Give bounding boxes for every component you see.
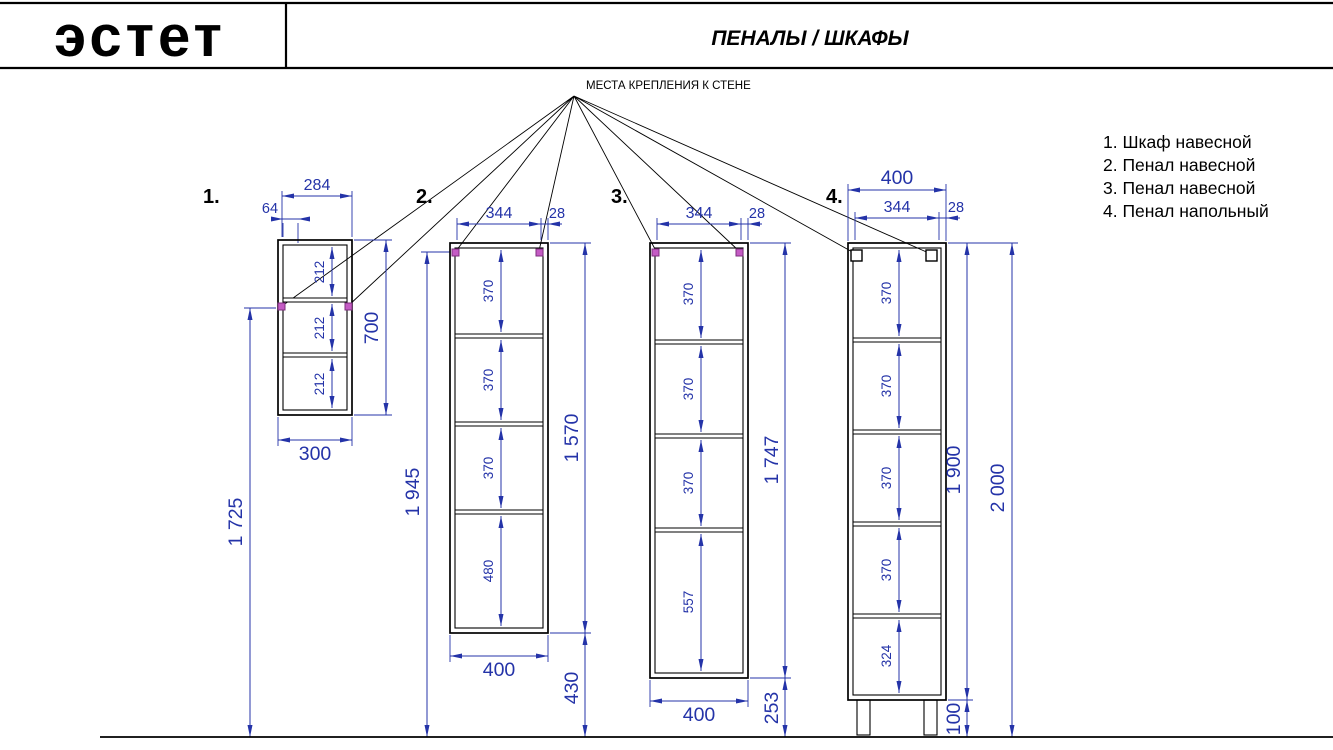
title-block: эстет ПЕНАЛЫ / ШКАФЫ xyxy=(0,1,1333,70)
c1-mount-left xyxy=(277,302,286,311)
c3-dim-floor-gap-label: 253 xyxy=(761,692,783,725)
legend: 1. Шкаф навесной 2. Пенал навесной 3. Пе… xyxy=(1103,132,1269,221)
c3-shelf-1 xyxy=(654,339,744,345)
c2-mount-left xyxy=(451,248,460,257)
c4-body-inner xyxy=(852,247,942,696)
c4-mount-right xyxy=(925,249,938,262)
c1-mount-right xyxy=(344,302,353,311)
mounting-note: МЕСТА КРЕПЛЕНИЯ К СТЕНЕ xyxy=(281,80,932,307)
c4-shelf-4 xyxy=(852,613,942,619)
c4-leg-left xyxy=(856,699,871,736)
c2-body-inner xyxy=(454,247,544,629)
c4-section-3-label: 370 xyxy=(879,467,894,490)
c1-number: 1. xyxy=(203,186,220,208)
page-title: ПЕНАЛЫ / ШКАФЫ xyxy=(711,27,909,50)
c3-mount-left xyxy=(651,248,660,257)
c4-dim-top-width-label: 400 xyxy=(881,167,914,189)
c2-section-2-label: 370 xyxy=(481,369,496,392)
c3-dim-top-width-label: 344 xyxy=(686,205,713,222)
c2-number: 2. xyxy=(416,186,433,208)
c2-body-outer xyxy=(449,242,549,634)
c2-dim-height-label: 1 570 xyxy=(561,413,583,462)
mounting-note-label: МЕСТА КРЕПЛЕНИЯ К СТЕНЕ xyxy=(586,80,751,92)
c4-dim-panel-label: 28 xyxy=(948,200,964,216)
c4-number: 4. xyxy=(826,186,843,208)
c2-extension-lines xyxy=(421,218,591,662)
c4-dim-inner-width-label: 344 xyxy=(884,199,911,216)
brand-logo: эстет xyxy=(54,4,226,69)
c1-dim-mount-height-label: 1 725 xyxy=(225,497,247,546)
c2-dim-top-width-label: 344 xyxy=(486,205,513,222)
c3-dim-height-label: 1 747 xyxy=(761,436,783,485)
c2-shelf-1 xyxy=(454,333,544,339)
cabinet-4: 400 344 28 370 370 370 370 324 1 900 100… xyxy=(826,167,1018,737)
c1-dim-top-width-label: 284 xyxy=(304,177,331,194)
c4-shelf-1 xyxy=(852,337,942,343)
c2-dim-total-height-label: 1 945 xyxy=(402,467,424,516)
legend-item-4: 4. Пенал напольный xyxy=(1103,201,1269,221)
c3-dim-bottom-width-label: 400 xyxy=(683,704,716,726)
c4-shelf-3 xyxy=(852,521,942,527)
c4-mount-left xyxy=(850,249,863,262)
c3-section-3-label: 370 xyxy=(681,472,696,495)
c4-shelf-2 xyxy=(852,429,942,435)
c2-dim-panel-label: 28 xyxy=(549,206,565,222)
c1-dim-bottom-width-label: 300 xyxy=(299,443,332,465)
c3-shelf-3 xyxy=(654,527,744,533)
legend-item-2: 2. Пенал навесной xyxy=(1103,155,1255,175)
legend-item-3: 3. Пенал навесной xyxy=(1103,178,1255,198)
c3-section-2-label: 370 xyxy=(681,378,696,401)
c3-shelf-2 xyxy=(654,433,744,439)
c4-dim-leg-height-label: 100 xyxy=(943,703,965,736)
c1-dim-offset-label: 64 xyxy=(262,201,278,217)
c2-section-1-label: 370 xyxy=(481,280,496,303)
c2-shelf-3 xyxy=(454,509,544,515)
c4-section-1-label: 370 xyxy=(879,282,894,305)
cabinet-2: 344 28 370 370 370 480 1 945 1 570 430 4… xyxy=(402,186,591,737)
c4-leg-right xyxy=(923,699,938,736)
c4-section-5-label: 324 xyxy=(879,644,894,667)
c1-section-3-label: 212 xyxy=(312,373,327,396)
mounting-fan-lines xyxy=(281,95,932,307)
c2-dim-bottom-width-label: 400 xyxy=(483,659,516,681)
c2-section-3-label: 370 xyxy=(481,457,496,480)
c3-section-4-label: 557 xyxy=(681,591,696,614)
c1-body-outer xyxy=(277,239,353,416)
c1-shelf-1 xyxy=(282,297,348,303)
c1-shelf-2 xyxy=(282,352,348,358)
c3-mount-right xyxy=(735,248,744,257)
c1-section-2-label: 212 xyxy=(312,317,327,340)
c1-body-inner xyxy=(282,244,348,411)
c2-section-4-label: 480 xyxy=(481,560,496,583)
c4-section-4-label: 370 xyxy=(879,559,894,582)
c2-shelf-2 xyxy=(454,421,544,427)
c4-section-2-label: 370 xyxy=(879,375,894,398)
c3-dim-panel-label: 28 xyxy=(749,206,765,222)
c3-extension-lines xyxy=(649,218,791,707)
c2-dim-floor-gap-label: 430 xyxy=(561,672,583,705)
c3-body-outer xyxy=(649,242,749,679)
c1-section-1-label: 212 xyxy=(312,261,327,284)
c1-dim-height-label: 700 xyxy=(361,312,383,345)
c2-mount-right xyxy=(535,248,544,257)
c3-section-1-label: 370 xyxy=(681,283,696,306)
c1-extension-lines xyxy=(244,191,392,446)
c4-body-outer xyxy=(847,242,947,701)
cabinet-1: 284 64 212 212 212 700 300 1 725 1. xyxy=(203,177,392,737)
c4-extension-lines xyxy=(847,184,1018,701)
c4-dim-height-label: 1 900 xyxy=(943,445,965,494)
c3-number: 3. xyxy=(611,186,628,208)
c3-body-inner xyxy=(654,247,744,674)
c4-dim-total-height-label: 2 000 xyxy=(987,463,1009,512)
cabinet-3: 344 28 370 370 370 557 1 747 253 400 3. xyxy=(611,186,791,737)
legend-item-1: 1. Шкаф навесной xyxy=(1103,132,1252,152)
